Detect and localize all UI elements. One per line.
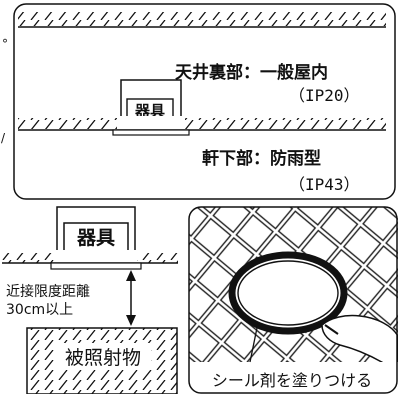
bottom-fixture-flange bbox=[50, 262, 142, 270]
distance-arrow bbox=[126, 270, 136, 326]
applicator-nozzle bbox=[324, 324, 339, 335]
fixture-gap bbox=[117, 116, 185, 131]
target-label: 被照射物 bbox=[65, 347, 141, 369]
target-label-bg bbox=[55, 343, 151, 370]
bottom-fixture-gap bbox=[55, 250, 137, 265]
fixture-label-box-large bbox=[63, 222, 129, 252]
eaves-hatch bbox=[18, 118, 386, 129]
ceiling-label: 天井裏部：一般屋内 bbox=[175, 62, 328, 83]
caption-bg bbox=[189, 362, 398, 393]
caption-leader bbox=[249, 322, 259, 363]
sealant-caption: シール剤を塗りつける bbox=[212, 371, 372, 390]
sealant-illustration: シール剤を塗りつける bbox=[188, 206, 398, 394]
distance-label-2: 30cm以上 bbox=[6, 302, 73, 318]
illustration-frame bbox=[188, 206, 398, 394]
side-mark-bottom: / bbox=[1, 131, 6, 145]
eaves-label: 軒下部：防雨型 bbox=[202, 148, 321, 169]
bottom-left-diagram: 器具 近接限度距離 30cm以上 被照射物 bbox=[2, 206, 178, 394]
fixture-flange bbox=[112, 129, 190, 136]
top-panel: 器具 天井裏部：一般屋内 （IP20） 軒下部：防雨型 （IP43） bbox=[13, 3, 396, 200]
ceiling-rating: （IP20） bbox=[289, 86, 360, 105]
side-mark-top: ° bbox=[2, 37, 8, 51]
distance-label-1: 近接限度距離 bbox=[6, 283, 90, 300]
ceiling-hatch bbox=[18, 12, 386, 26]
applicator-hand bbox=[321, 314, 398, 374]
top-panel-frame bbox=[13, 3, 396, 200]
fixture-ring-inner bbox=[237, 260, 339, 326]
eaves-rating: （IP43） bbox=[289, 175, 360, 194]
bottom-fixture-label: 器具 bbox=[76, 227, 115, 249]
top-fixture-label: 器具 bbox=[134, 102, 165, 120]
